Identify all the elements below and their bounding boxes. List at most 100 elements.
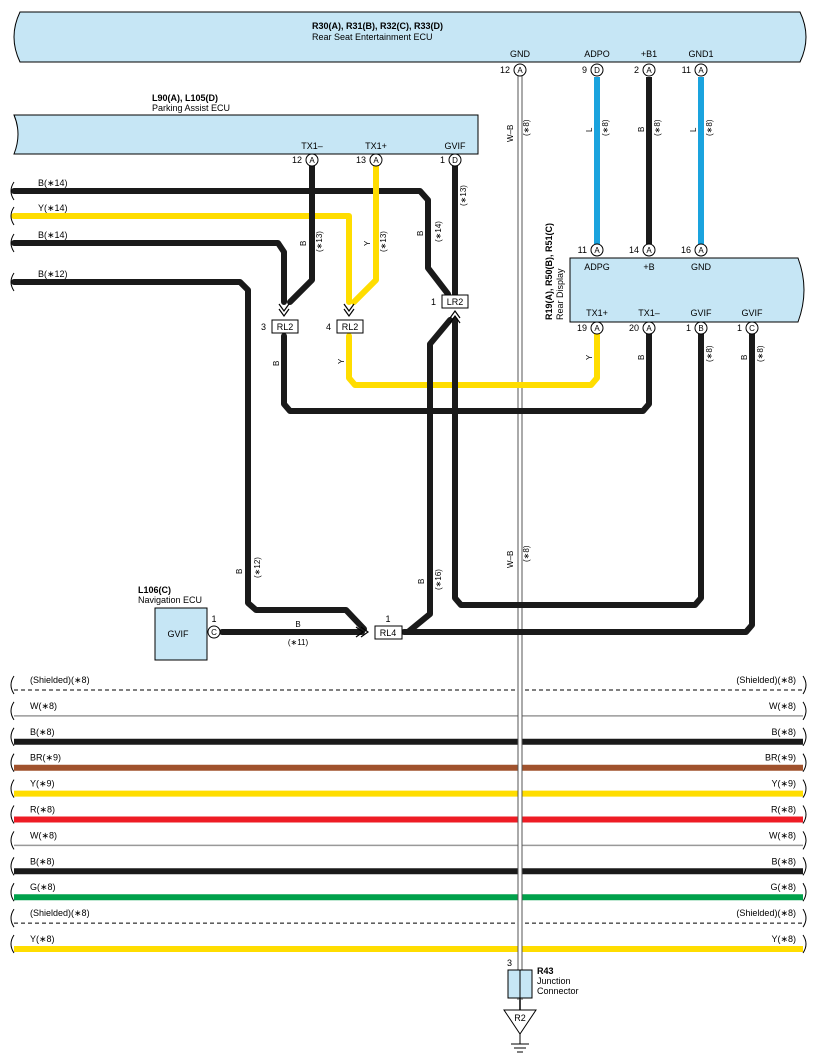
- bundle-label-left: W(∗8): [30, 830, 57, 840]
- ground-point-triangle: [503, 1009, 537, 1035]
- ground-icon: [511, 1034, 529, 1053]
- rse-ecu-pin-labels: GND ADPO +B1 GND1: [510, 49, 714, 59]
- bundle-wire-10: (Shielded)(∗8) (Shielded)(∗8): [10, 908, 807, 928]
- label-b12-note: (∗12): [253, 557, 262, 578]
- bundle-break-right: [802, 882, 807, 902]
- rse-pin-gnd1: A 11: [682, 63, 708, 77]
- bundle-label-right: B(∗8): [771, 727, 796, 737]
- pa-ecu-codes: L90(A), L105(D): [152, 93, 218, 103]
- rd-pin-tx1minus: A 20: [629, 321, 656, 335]
- rd-pin-b: A 14: [629, 243, 656, 257]
- navigation-ecu: L106(C) Navigation ECU GVIF: [138, 585, 208, 661]
- wire-rl2-tx1minus: [281, 331, 652, 414]
- wire-b14-mid: [11, 240, 287, 305]
- junction-connector: 3 R43 Junction Connector R2: [503, 958, 579, 1053]
- bundle-wire-4: BR(∗9)BR(∗9): [10, 753, 807, 772]
- rl2-3-name: RL2: [277, 322, 294, 332]
- rd-pin-adpg: A 11: [578, 243, 604, 257]
- bundle-wire-6: R(∗8)R(∗8): [10, 805, 807, 824]
- ground-point-label: R2: [514, 1013, 526, 1023]
- label-rl2-3-color: B: [272, 361, 281, 366]
- nav-ecu-box: [154, 607, 208, 661]
- rl2-4-name: RL2: [342, 322, 359, 332]
- bundle-break-right: [802, 805, 807, 824]
- bundle-wire-8: B(∗8)B(∗8): [10, 856, 807, 876]
- rl2-4-num: 4: [326, 322, 331, 332]
- rse-pin-gnd1-label: GND1: [688, 49, 713, 59]
- harness-b14-top-label: B(∗14): [38, 178, 68, 188]
- inline-connectors: RL2 3 RL2 4 LR2 1 RL4 1: [261, 294, 469, 640]
- svg-text:1: 1: [211, 614, 216, 624]
- pa-ecu-name: Parking Assist ECU: [152, 103, 230, 113]
- lr2-name: LR2: [447, 297, 464, 307]
- harness-break-1: [10, 181, 15, 201]
- bundle-break-right: [802, 701, 807, 721]
- rl4-num: 1: [385, 614, 390, 624]
- rse-ecu-codes: R30(A), R31(B), R32(C), R33(D): [312, 21, 443, 31]
- bundle-label-left: (Shielded)(∗8): [30, 908, 90, 918]
- svg-text:D: D: [594, 66, 600, 75]
- label-gnd1-color: L: [689, 127, 698, 132]
- wire-b14-top: [11, 188, 451, 297]
- bundle-break-left: [10, 779, 15, 798]
- label-pa-gvif-note: (∗13): [459, 185, 468, 206]
- bundle-label-left: W(∗8): [30, 701, 57, 711]
- rd-pin-gnd: A 16: [681, 243, 708, 257]
- wire-pa-tx1plus: [351, 163, 379, 305]
- svg-text:1: 1: [737, 323, 742, 333]
- label-wb-mid: W–B: [506, 551, 515, 568]
- wire-rl2-tx1plus: [346, 331, 600, 388]
- bundle-label-right: (Shielded)(∗8): [736, 908, 796, 918]
- label-rl4-up-note: (∗16): [434, 569, 443, 590]
- label-tx1plus-color: Y: [363, 240, 372, 246]
- bundle-break-right: [802, 831, 807, 850]
- bundle-break-left: [10, 753, 15, 772]
- bundle-wire-9: G(∗8)G(∗8): [10, 882, 807, 902]
- junction-code: R43: [537, 966, 554, 976]
- bundle-break-right: [802, 934, 807, 954]
- rd-pin-gnd-label: GND: [691, 262, 712, 272]
- lr2-num: 1: [431, 297, 436, 307]
- svg-text:9: 9: [582, 65, 587, 75]
- svg-text:12: 12: [292, 155, 302, 165]
- svg-text:A: A: [373, 156, 379, 165]
- rl4-chevron: [355, 626, 370, 638]
- bundle-break-left: [10, 727, 15, 747]
- bundle-label-right: Y(∗9): [771, 779, 796, 789]
- rd-pin-tx1plus: A 19: [577, 321, 604, 335]
- bundle-wire-11: Y(∗8)Y(∗8): [10, 934, 807, 954]
- svg-text:A: A: [646, 246, 652, 255]
- lr2-chevron: [449, 309, 461, 324]
- svg-text:A: A: [646, 66, 652, 75]
- label-rl4-up-color: B: [417, 579, 426, 584]
- pin-circles: A 12 D 9 A 2 A 11 A 12 A 13: [207, 63, 759, 639]
- svg-text:20: 20: [629, 323, 639, 333]
- wire-y14: [11, 213, 352, 305]
- label-adpo-color: L: [585, 127, 594, 132]
- bundle-break-right: [802, 857, 807, 876]
- pa-pin-tx1plus: A 13: [356, 153, 383, 167]
- harness-b14-mid-label: B(∗14): [38, 230, 68, 240]
- svg-text:A: A: [517, 66, 523, 75]
- bundle-label-right: W(∗8): [769, 830, 796, 840]
- wire-rl4-lr2: [405, 317, 453, 635]
- harness-break-4: [10, 272, 15, 292]
- rear-display-codes: R19(A), R50(B), R51(C): [544, 223, 554, 320]
- harness-break-2: [10, 206, 15, 226]
- rd-pin-gvif-c-label: GVIF: [741, 308, 763, 318]
- bundle-label-right: W(∗8): [769, 701, 796, 711]
- svg-text:1: 1: [686, 323, 691, 333]
- nav-ecu-codes: L106(C): [138, 585, 171, 595]
- junction-pin-num: 3: [507, 958, 512, 968]
- pa-pin-tx1plus-label: TX1+: [365, 141, 387, 151]
- bundle-break-left: [10, 805, 15, 824]
- svg-text:2: 2: [634, 65, 639, 75]
- harness-y14-label: Y(∗14): [38, 203, 68, 213]
- label-tx1plus-in-color: Y: [585, 354, 594, 360]
- junction-name-1: Junction: [537, 976, 571, 986]
- svg-text:12: 12: [500, 65, 510, 75]
- label-b14-note: (∗14): [434, 221, 443, 242]
- label-wb-top-note: (∗8): [522, 119, 531, 136]
- rl4-name: RL4: [380, 628, 397, 638]
- svg-text:A: A: [594, 246, 600, 255]
